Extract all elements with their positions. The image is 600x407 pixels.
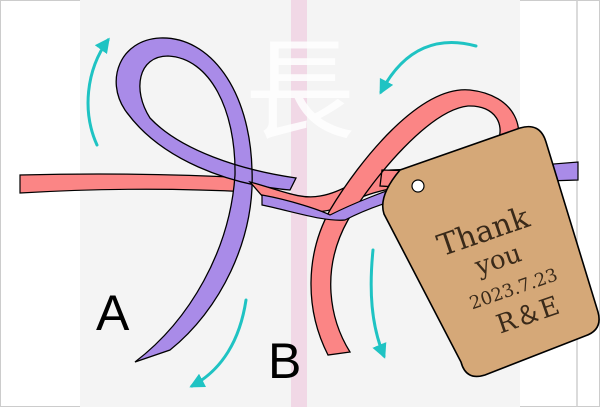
thank-you-tag: Thank you 2023.7.23 R＆E	[381, 125, 600, 378]
curved-arrow-up-icon	[86, 37, 110, 147]
watermark-char: 長	[245, 28, 355, 156]
tag-card	[381, 125, 600, 378]
label-b: B	[268, 333, 301, 389]
curved-arrow-left-icon	[379, 41, 478, 95]
tag-hole	[411, 179, 425, 193]
arrow-group	[86, 37, 478, 388]
curved-arrow-down-icon	[369, 248, 387, 359]
curved-arrow-down-left-icon	[189, 298, 248, 388]
label-a: A	[96, 285, 130, 341]
ribbon-purple-loop	[115, 37, 297, 363]
